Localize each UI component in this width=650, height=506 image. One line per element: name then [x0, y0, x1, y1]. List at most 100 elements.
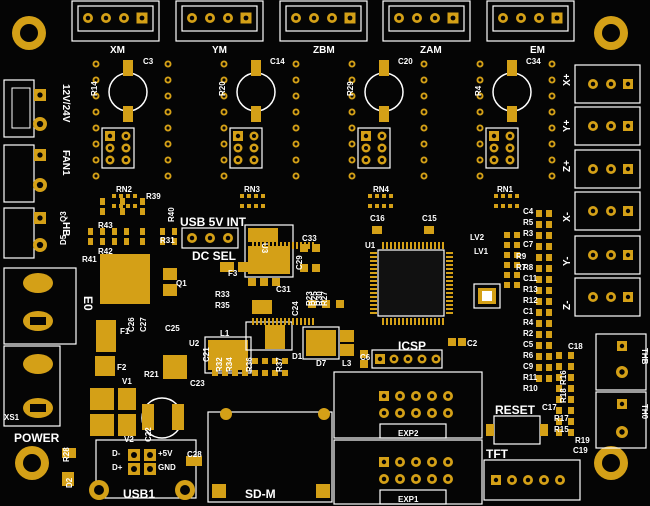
- resistor-network-pad: [247, 194, 251, 198]
- motor-connector: [279, 0, 368, 42]
- resistor-network-pad: [515, 204, 519, 208]
- exp2-pin: [445, 410, 451, 416]
- smd-pad: [546, 364, 552, 371]
- fuse-pad: [96, 320, 116, 352]
- electrolytic-cap-pad: [123, 106, 133, 122]
- driver-socket-pin: [478, 78, 482, 82]
- mcu-pin: [370, 296, 377, 298]
- resistor-network-pad: [240, 204, 244, 208]
- usb-pin-vcc: +5V: [158, 449, 173, 458]
- resistor-network-pad: [494, 194, 498, 198]
- reset-pad: [486, 424, 494, 436]
- smd-cap-pad: [300, 264, 308, 272]
- res-label: R14: [90, 81, 99, 96]
- smd-pad: [260, 278, 268, 286]
- part-label: R21: [144, 370, 159, 379]
- part-label: R37: [275, 357, 284, 372]
- smd-resistor-pad: [140, 198, 145, 205]
- smd-pad: [556, 374, 562, 381]
- exp2-pin: [429, 410, 435, 416]
- part-label: R34: [225, 357, 234, 372]
- driver-socket-pin: [550, 78, 554, 82]
- icsp-pin: [419, 356, 425, 362]
- u1-label: U1: [365, 241, 376, 250]
- inductor-pad: [208, 340, 248, 370]
- motor-connector: [71, 0, 160, 42]
- ic-pad: [163, 355, 187, 379]
- mcu-pin: [410, 242, 412, 249]
- mcu-pin: [300, 318, 302, 325]
- mcu-pin: [390, 318, 392, 325]
- motor-connector-inner: [181, 5, 258, 32]
- smd-pad: [308, 300, 316, 308]
- driver-socket-pin: [294, 94, 298, 98]
- fuse-pad: [220, 262, 234, 272]
- smd-pad: [536, 243, 542, 250]
- driver-socket-pin: [294, 126, 298, 130]
- exp1-pin: [445, 459, 451, 465]
- electrolytic-cap-outline: [108, 72, 148, 112]
- smd-cap-pad: [312, 244, 320, 252]
- endstop-pin: [625, 294, 631, 300]
- power-label: POWER: [14, 431, 60, 445]
- electrolytic-cap-pad: [507, 106, 517, 122]
- electrolytic-cap-pad: [507, 60, 517, 76]
- diode-pad: [62, 472, 74, 486]
- driver-socket-pin: [550, 126, 554, 130]
- smd-cap-pad: [372, 226, 382, 234]
- resistor-network-pad: [508, 204, 512, 208]
- mcu-pin: [370, 304, 377, 306]
- exp2-pin: [381, 410, 387, 416]
- smd-pad: [504, 242, 510, 248]
- d1-label: D1: [292, 352, 303, 361]
- mcu-pin: [312, 242, 314, 249]
- regulator-pad: [90, 414, 114, 436]
- endstop-pin: [608, 252, 614, 258]
- smd-pad: [568, 407, 574, 414]
- driver-socket-pin: [222, 174, 226, 178]
- smd-pad: [546, 353, 552, 360]
- mcu-pin: [260, 318, 262, 325]
- jumper-pin: [363, 145, 369, 151]
- mosfet-tab: [100, 254, 150, 304]
- part-label: R31: [160, 236, 175, 245]
- driver-socket-pin: [222, 158, 226, 162]
- mcu-pin: [370, 272, 377, 274]
- driver-socket-pin: [222, 126, 226, 130]
- mcu-pin: [268, 318, 270, 325]
- part-label: R10: [523, 384, 538, 393]
- endstop-pin: [625, 252, 631, 258]
- resistor-network-pad: [112, 194, 116, 198]
- smd-resistor-pad: [112, 238, 117, 245]
- exp1-pin: [381, 476, 387, 482]
- smd-pad: [546, 265, 552, 272]
- driver-socket-pin: [166, 62, 170, 66]
- resistor-network-pad: [389, 204, 393, 208]
- resistor-network-pad: [501, 194, 505, 198]
- smd-pad: [536, 353, 542, 360]
- jumper-pin: [123, 157, 129, 163]
- smd-pad: [568, 418, 574, 425]
- part-label: R18: [559, 388, 568, 403]
- smd-resistor-pad: [88, 228, 93, 235]
- motor-connector-pin: [554, 15, 560, 21]
- smd-pad: [536, 210, 542, 217]
- supply-label: 12V/24V: [60, 84, 71, 123]
- exp2-pin: [413, 410, 419, 416]
- mcu-pin: [446, 280, 453, 282]
- driver-socket-pin: [350, 110, 354, 114]
- tft-pin: [493, 477, 499, 483]
- smd-resistor-pad: [232, 358, 238, 364]
- smd-pad: [248, 278, 256, 286]
- smd-resistor-pad: [124, 228, 129, 235]
- smd-pad: [536, 232, 542, 239]
- smd-pad: [568, 352, 574, 359]
- mcu-pin: [434, 242, 436, 249]
- exp2-pin: [397, 393, 403, 399]
- smd-pad: [536, 320, 542, 327]
- smd-pad: [546, 298, 552, 305]
- mcu-pin: [300, 242, 302, 249]
- smd-pad: [546, 342, 552, 349]
- driver-socket-pin: [550, 174, 554, 178]
